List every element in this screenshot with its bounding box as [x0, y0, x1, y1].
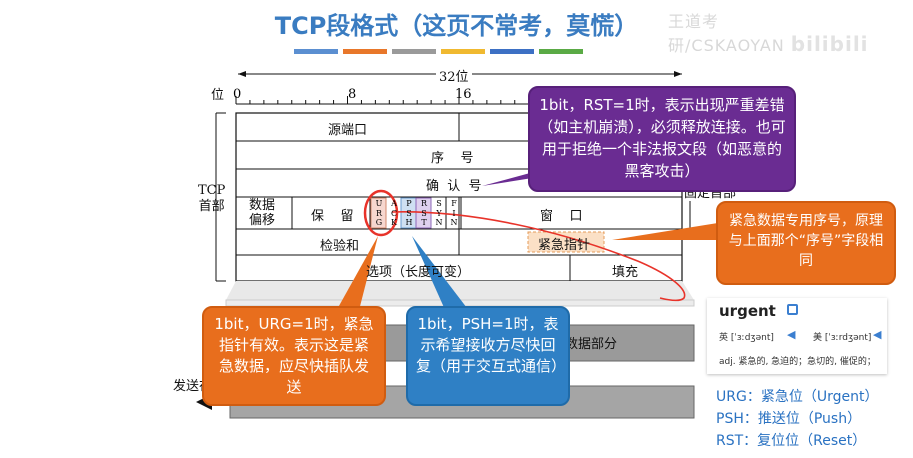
uk-label: 英 — [719, 333, 729, 343]
legend-psh: PSH：推送位（Push） — [716, 411, 862, 427]
width-arrow-right — [674, 71, 682, 77]
legend-urg: URG：紧急位（Urgent） — [716, 389, 879, 405]
handwritten-red-mark — [391, 211, 686, 302]
rst-callout: 1bit，RST=1时，表示出现严重差错（如主机崩溃），必须释放连接。也可用于拒… — [528, 86, 796, 192]
urg-circle-mark — [363, 189, 399, 237]
urg-highlight — [370, 197, 387, 229]
urgent-pointer-highlight — [527, 231, 605, 253]
src-port-field: 源端口 — [328, 123, 368, 138]
data-offset-field: 数据 偏移 — [249, 198, 276, 228]
watermark-text: 王道考研/CSKAOYAN — [668, 12, 785, 55]
title-stripe — [539, 49, 583, 54]
flag-urg: U R G — [375, 199, 383, 227]
flag-psh: P S H — [405, 199, 413, 227]
page-title: TCP段格式（这页不常考，莫慌） — [274, 12, 639, 40]
seq-field: 序 号 — [431, 151, 474, 166]
options-field: 选项（长度可变） — [366, 265, 471, 280]
zoom-shadow — [226, 281, 694, 300]
us-phonetic: 美 [ˈɜːrdʒənt] — [813, 330, 871, 343]
bilibili-logo: bilibili — [790, 32, 869, 56]
us-phonetic-text: [ˈɜːrdʒənt] — [824, 333, 872, 343]
add-wordbook-icon[interactable] — [787, 304, 798, 315]
window-field: 窗 口 — [540, 209, 583, 224]
us-speaker-icon[interactable]: ◀ — [873, 328, 882, 341]
uk-speaker-icon[interactable]: ◀ — [787, 328, 796, 341]
flag-syn: S Y N — [435, 199, 443, 227]
dictionary-popup: urgent 英 [ˈɜːdʒənt] ◀ 美 [ˈɜːrdʒənt] ◀ ad… — [707, 298, 887, 374]
title-stripe — [490, 49, 534, 54]
psh-pointer — [412, 236, 470, 312]
urgent-pointer-callout: 紧急数据专用序号，原理与上面那个“序号”字段相同 — [716, 201, 896, 285]
title-stripe — [441, 49, 485, 54]
urg-callout: 1bit，URG=1时，紧急指针有效。表示这是紧急数据，应尽快插队发送 — [202, 306, 386, 406]
urg-pointer — [330, 236, 378, 322]
bit-label: 位 — [211, 88, 225, 103]
ack-field: 确 认 号 — [426, 179, 482, 194]
width-arrow-left — [238, 71, 246, 77]
width-label: 32位 — [436, 66, 472, 85]
tcp-header-label: TCP 首部 — [198, 183, 226, 214]
data-part-label: 数据部分 — [565, 337, 618, 352]
flag-rst: R S T — [420, 199, 428, 227]
psh-callout: 1bit，PSH=1时，表示希望接收方尽快回复（用于交互式通信） — [406, 306, 570, 406]
urgent-pointer-pointer — [612, 222, 724, 240]
ruler-label-8: 8 — [348, 87, 357, 102]
flag-fin: F I N — [450, 199, 458, 227]
uk-phonetic-text: [ˈɜːdʒənt] — [730, 333, 774, 343]
ruler-label-16: 16 — [455, 87, 472, 102]
title-stripe — [392, 49, 436, 54]
padding-field: 填充 — [612, 265, 639, 280]
uk-phonetic: 英 [ˈɜːdʒənt] — [719, 330, 774, 343]
legend-rst: RST：复位位（Reset） — [716, 433, 867, 449]
title-stripe — [294, 49, 338, 54]
dictionary-definition: adj. 紧急的, 急迫的；急切的, 催促的； — [719, 357, 876, 367]
reserved-field: 保 留 — [311, 209, 354, 224]
checksum-field: 检验和 — [320, 239, 360, 254]
flag-ack: A C K — [390, 199, 398, 227]
dictionary-word: urgent — [719, 302, 776, 320]
title-stripe — [343, 49, 387, 54]
ruler-label-0: 0 — [233, 87, 242, 102]
urgent-pointer-field: 紧急指针 — [538, 238, 591, 253]
us-label: 美 — [813, 333, 823, 343]
